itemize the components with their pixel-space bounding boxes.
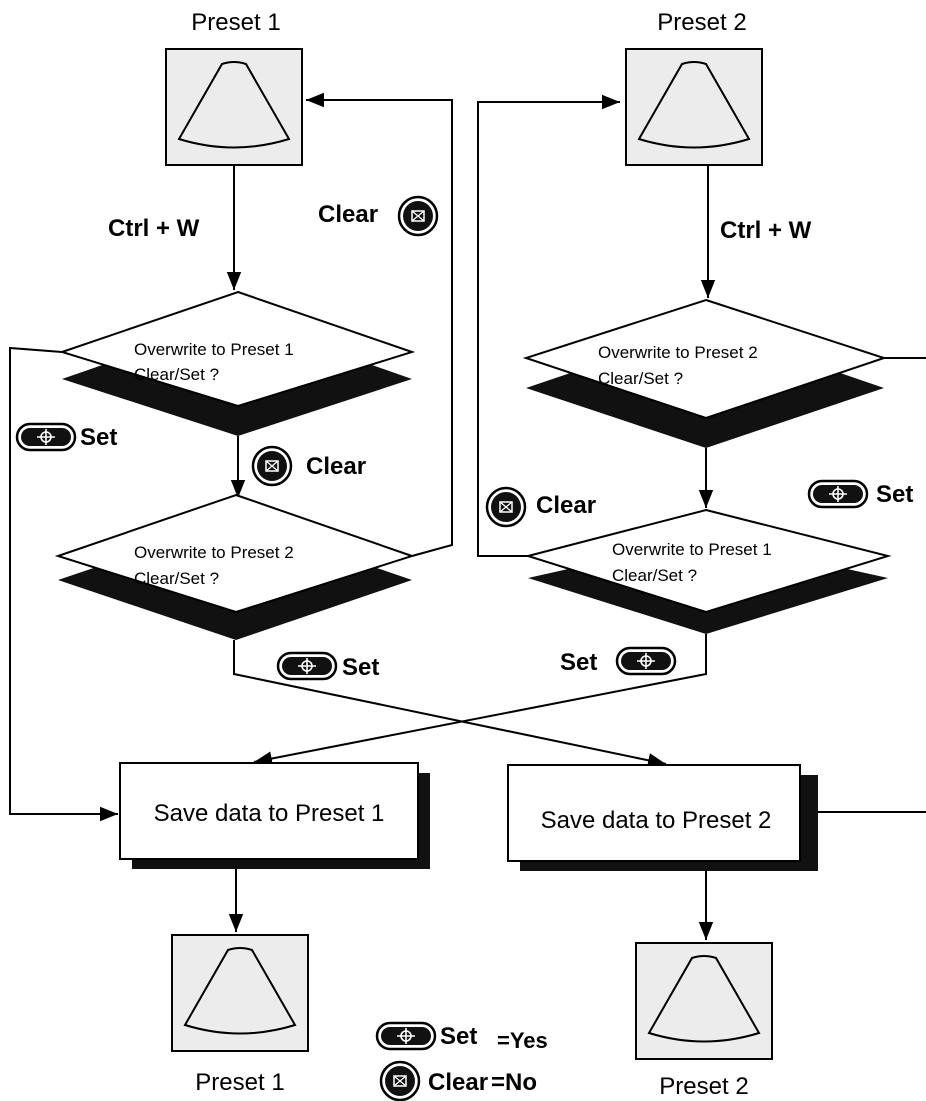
arrow-right-clear-loop	[477, 94, 620, 557]
diamond-left-bottom-line2: Clear/Set ?	[134, 569, 219, 588]
preset-1-bottom-screen-icon	[171, 934, 309, 1052]
clear-icon	[251, 445, 293, 487]
save-preset-2-label: Save data to Preset 2	[541, 807, 772, 834]
set-icon	[615, 646, 677, 676]
legend-clear-label: Clear	[428, 1069, 488, 1096]
clear-icon	[397, 195, 439, 237]
set-label-right: Set	[876, 481, 913, 508]
set-icon	[276, 651, 338, 681]
diamond-right-bottom-line2: Clear/Set ?	[612, 566, 697, 585]
set-label-right-bottom: Set	[560, 649, 597, 676]
arrow-left-set-path	[9, 346, 118, 822]
set-label-left-bottom: Set	[342, 654, 379, 681]
set-icon	[807, 479, 869, 509]
ctrl-w-right-label: Ctrl + W	[720, 217, 812, 244]
legend-set-label: Set	[440, 1023, 477, 1050]
set-label-left: Set	[80, 424, 117, 451]
preset-2-top-screen-icon	[625, 48, 763, 166]
preset-2-bottom-screen-icon	[635, 942, 773, 1060]
clear-icon	[485, 486, 527, 528]
legend-clear-no: =No	[491, 1069, 537, 1096]
diamond-right-bottom	[524, 508, 892, 614]
preset-1-bottom-title: Preset 1	[195, 1069, 284, 1096]
preset-1-top-screen-icon	[165, 48, 303, 166]
diamond-left-top-line1: Overwrite to Preset 1	[134, 340, 294, 359]
diamond-right-top	[522, 298, 888, 420]
arrow-right-set-to-save1	[253, 634, 707, 766]
set-icon	[15, 422, 77, 452]
save-preset-2-box	[507, 764, 801, 862]
preset-2-top-title: Preset 2	[657, 9, 746, 36]
set-icon	[375, 1021, 437, 1051]
save-preset-1-label: Save data to Preset 1	[154, 800, 385, 827]
save-preset-1-box	[119, 762, 419, 860]
ctrl-w-left-label: Ctrl + W	[108, 215, 200, 242]
arrow-left-clear-loop	[306, 92, 453, 557]
legend-set-yes: =Yes	[497, 1028, 548, 1053]
clear-label-left-mid: Clear	[306, 453, 366, 480]
diamond-right-bottom-line1: Overwrite to Preset 1	[612, 540, 772, 559]
diamond-left-top-line2: Clear/Set ?	[134, 365, 219, 384]
diamond-right-top-line2: Clear/Set ?	[598, 369, 683, 388]
diamond-right-top-line1: Overwrite to Preset 2	[598, 343, 758, 362]
clear-icon	[379, 1060, 421, 1101]
diamond-left-bottom	[54, 493, 416, 614]
preset-2-bottom-title: Preset 2	[659, 1073, 748, 1100]
diamond-left-bottom-line1: Overwrite to Preset 2	[134, 543, 294, 562]
diamond-left-top	[58, 290, 416, 408]
clear-label-right: Clear	[536, 492, 596, 519]
arrow-left-set-to-save2	[233, 640, 667, 768]
preset-1-top-title: Preset 1	[191, 9, 280, 36]
clear-label-left-loop: Clear	[318, 201, 378, 228]
